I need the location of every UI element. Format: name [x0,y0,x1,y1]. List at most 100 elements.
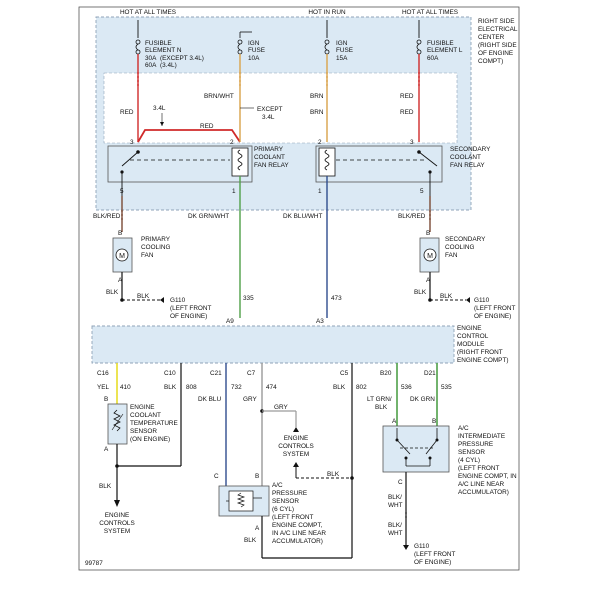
thermistor-icon [111,409,124,432]
svg-text:ACCUMULATOR): ACCUMULATOR) [458,489,509,496]
ac6-label: A/C PRESSURE SENSOR (6 CYL) (LEFT FRONT … [272,482,326,545]
wire-label-blk-right: BLK [414,289,427,296]
svg-text:(3.4L): (3.4L) [160,62,177,69]
svg-text:M: M [119,253,125,260]
wire-label-dk-blu-wht: DK BLU/WHT [283,213,323,220]
svg-text:TEMPERATURE: TEMPERATURE [130,420,178,427]
svg-text:ELEMENT N: ELEMENT N [145,47,182,54]
wire-label-808: 808 [186,384,197,391]
svg-text:A/C LINE NEAR: A/C LINE NEAR [458,481,505,488]
wire-label-blk-right-2: BLK [440,293,453,300]
svg-text:A/C: A/C [272,482,283,489]
pin-5b: 5 [420,188,424,195]
fan1-pin-a: A [118,277,123,284]
svg-text:FAN: FAN [141,252,154,259]
wire-label-blk-wht-1: BLK/ [388,494,402,501]
svg-text:ENGINE COMPT): ENGINE COMPT) [457,357,508,364]
wire-label-473: 473 [331,295,342,302]
svg-text:(6 CYL): (6 CYL) [272,506,294,513]
svg-text:SECONDARY: SECONDARY [450,146,491,153]
pin-1a: 1 [232,188,236,195]
svg-text:60A: 60A [145,62,157,69]
wire-label-blk-ec: BLK [99,483,112,490]
ac6-pin-a: A [255,525,260,532]
pin-3b: 3 [410,139,414,146]
rsec-label: RIGHT SIDE ELECTRICAL CENTER (RIGHT SIDE… [478,18,518,65]
svg-text:FAN: FAN [445,252,458,259]
svg-text:30A: 30A [145,55,157,62]
svg-text:CONTROLS: CONTROLS [278,443,314,450]
g110a-label: G110 (LEFT FRONT OF ENGINE) [170,297,212,320]
svg-text:SENSOR: SENSOR [458,449,485,456]
wire-label-blk-ac6: BLK [244,537,257,544]
svg-text:COOLANT: COOLANT [450,154,481,161]
wire-label-blk-wht-2: WHT [388,502,403,509]
ground-icon [466,297,470,303]
pin-a3: A3 [316,318,324,325]
svg-text:PRIMARY: PRIMARY [141,236,171,243]
wire-label-red-top: RED [200,123,214,130]
svg-text:FAN RELAY: FAN RELAY [450,162,485,169]
wire-label-brn-wht: BRN/WHT [204,93,234,100]
svg-text:IGN: IGN [248,40,260,47]
svg-text:(LEFT FRONT: (LEFT FRONT [170,305,212,312]
svg-text:SYSTEM: SYSTEM [283,451,309,458]
svg-text:ELEMENT L: ELEMENT L [427,47,463,54]
pin-c10: C10 [164,370,176,377]
ect-pin-b: B [104,396,108,403]
wire-label-dk-blu: DK BLU [198,396,221,403]
svg-text:SENSOR: SENSOR [130,428,157,435]
wire-label-blk-c10: BLK [164,384,177,391]
aci-pin-c: C [398,479,403,486]
wire-red-bridge [137,129,241,143]
pin-c16: C16 [97,370,109,377]
wire-label-red-right: RED [400,93,414,100]
aci-pin-b: B [432,418,436,425]
wire-label-except: EXCEPT [257,106,283,113]
wire-label-410: 410 [120,384,131,391]
svg-text:FUSE: FUSE [336,47,353,54]
wire-label-except-34l: 3.4L [262,114,275,121]
svg-text:(LEFT FRONT: (LEFT FRONT [414,551,456,558]
wire-label-335: 335 [243,295,254,302]
fan2-pin-b: B [426,230,430,237]
svg-text:SYSTEM: SYSTEM [104,528,130,535]
svg-text:OF ENGINE: OF ENGINE [478,50,513,57]
svg-text:COOLANT: COOLANT [130,412,161,419]
wire-label-brn-2: BRN [310,109,324,116]
svg-text:FUSIBLE: FUSIBLE [145,40,172,47]
svg-text:COOLING: COOLING [141,244,171,251]
wire-label-dk-grn: DK GRN [410,396,435,403]
svg-text:ACCUMULATOR): ACCUMULATOR) [272,538,323,545]
pin-a9: A9 [226,318,234,325]
wire-label-blk-left-2: BLK [137,293,150,300]
wire-label-34l: 3.4L [153,105,166,112]
hot-label-2: HOT IN RUN [308,9,346,16]
ecs1-label: ENGINE CONTROLS SYSTEM [99,512,135,535]
fan2-label: SECONDARY COOLING FAN [445,236,486,259]
svg-text:15A: 15A [336,55,348,62]
svg-text:ENGINE: ENGINE [130,404,155,411]
svg-text:FAN RELAY: FAN RELAY [254,162,289,169]
ect-label: ENGINE COOLANT TEMPERATURE SENSOR (ON EN… [130,404,178,443]
svg-text:60A: 60A [427,55,439,62]
pin-d21: D21 [424,370,436,377]
relay2-label: SECONDARY COOLANT FAN RELAY [450,146,491,169]
svg-text:OF ENGINE): OF ENGINE) [170,313,207,320]
g110c-label: G110 (LEFT FRONT OF ENGINE) [414,543,456,566]
pin-b20: B20 [380,370,392,377]
ground-icon [160,297,164,303]
wire-label-474: 474 [266,384,277,391]
svg-text:FUSIBLE: FUSIBLE [427,40,454,47]
wire-label-red-low: RED [400,109,414,116]
wire-label-blk-left: BLK [106,289,119,296]
wire-label-blk-c5: BLK [333,384,346,391]
fan1-pin-b: B [118,230,122,237]
svg-text:OF ENGINE): OF ENGINE) [474,313,511,320]
fuse1-label: FUSIBLE ELEMENT N 30A 60A (EXCEPT 3.4L) … [145,40,204,69]
wire-label-blk-sensor: BLK [327,471,340,478]
svg-text:SECONDARY: SECONDARY [445,236,486,243]
svg-text:CENTER: CENTER [478,34,505,41]
wire-label-lt-grn-blk-1: LT GRN/ [367,396,392,403]
